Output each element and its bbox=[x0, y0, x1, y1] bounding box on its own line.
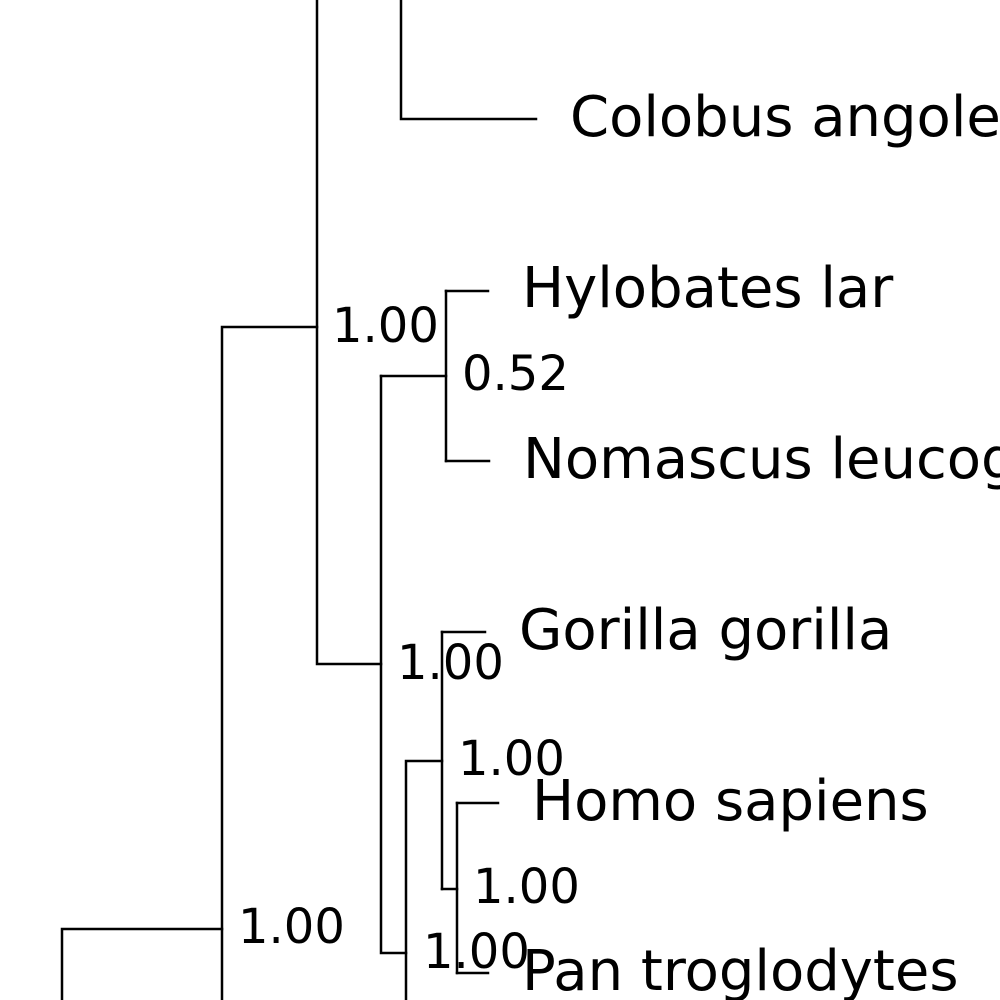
support-value: 1.00 bbox=[416, 0, 523, 8]
support-value: 1.00 bbox=[332, 298, 439, 354]
tree-branches bbox=[60, 0, 538, 1000]
tip-label-homo: Homo sapiens bbox=[532, 769, 929, 834]
branch-root bbox=[60, 927, 224, 1000]
support-value: 1.00 bbox=[397, 635, 504, 691]
support-value: 1.00 bbox=[458, 731, 565, 787]
branch-monkey-clade bbox=[399, 0, 538, 121]
tip-label-colobus: Colobus angolensis bbox=[570, 85, 1000, 150]
branch-node-b bbox=[315, 0, 383, 666]
support-value: 1.00 bbox=[473, 859, 580, 915]
tip-label-hylobates: Hylobates lar bbox=[522, 256, 894, 321]
tip-label-pan: Pan troglodytes bbox=[522, 939, 959, 1000]
support-value: 1.00 bbox=[423, 924, 530, 980]
tip-labels: Colobus angolensis Hylobates lar Nomascu… bbox=[519, 85, 1000, 1000]
tip-label-nomascus: Nomascus leucogenys bbox=[523, 427, 1000, 492]
branch-ape-node bbox=[379, 374, 408, 955]
branch-great-ape-node bbox=[404, 759, 444, 1000]
support-values: 1.00 1.00 1.00 0.52 1.00 1.00 1.00 1.00 bbox=[238, 0, 580, 980]
branch-node-a bbox=[220, 325, 319, 1000]
tip-label-gorilla: Gorilla gorilla bbox=[519, 598, 892, 663]
support-value: 1.00 bbox=[238, 899, 345, 955]
support-value: 0.52 bbox=[462, 346, 569, 402]
